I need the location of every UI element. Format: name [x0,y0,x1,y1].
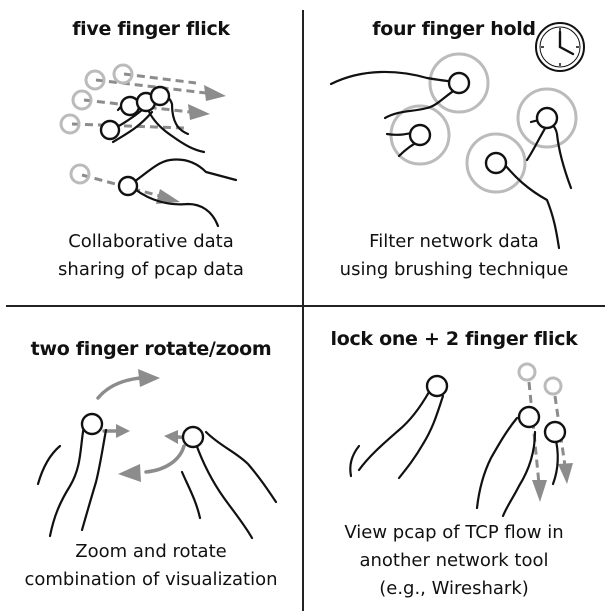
fingertip-markers [99,85,171,197]
clock-icon [535,22,585,72]
panel-title: two finger rotate/zoom [30,338,272,360]
rotate-zoom-illustration [36,369,278,540]
vertical-divider [302,10,304,611]
hand-icon [102,94,238,228]
hand-icon [329,70,573,250]
panel-caption: Filter network data using brushing techn… [339,231,569,280]
horizontal-divider [6,305,605,307]
panel-four-finger-hold: four finger hold [303,0,605,305]
flick-arrow-icon [517,362,573,502]
touch-halo-icon [389,52,578,194]
lock-flick-illustration [349,362,573,518]
panel-lock-one-two-finger-flick: lock one + 2 finger flick [303,306,605,611]
fingertip-markers [425,374,567,444]
panel-caption: Collaborative data sharing of pcap data [58,231,244,280]
flick-origin-circles [59,63,134,185]
panel-two-finger-rotate-zoom: two finger rotate/zoom [0,306,302,611]
fingertip-markers [408,71,559,175]
panel-title: four finger hold [372,18,536,40]
panel-title: lock one + 2 finger flick [330,328,578,350]
fingertip-markers [80,412,205,449]
rotate-arrow-icon [96,369,194,482]
panel-five-finger-flick: five finger flick [0,0,302,305]
hand-icon [36,424,278,540]
panel-caption: View pcap of TCP flow in another network… [344,522,564,599]
panel-title: five finger flick [72,18,230,40]
five-finger-flick-illustration [59,63,238,228]
four-finger-hold-illustration [329,22,585,250]
panel-caption: Zoom and rotate combination of visualiza… [24,541,278,590]
